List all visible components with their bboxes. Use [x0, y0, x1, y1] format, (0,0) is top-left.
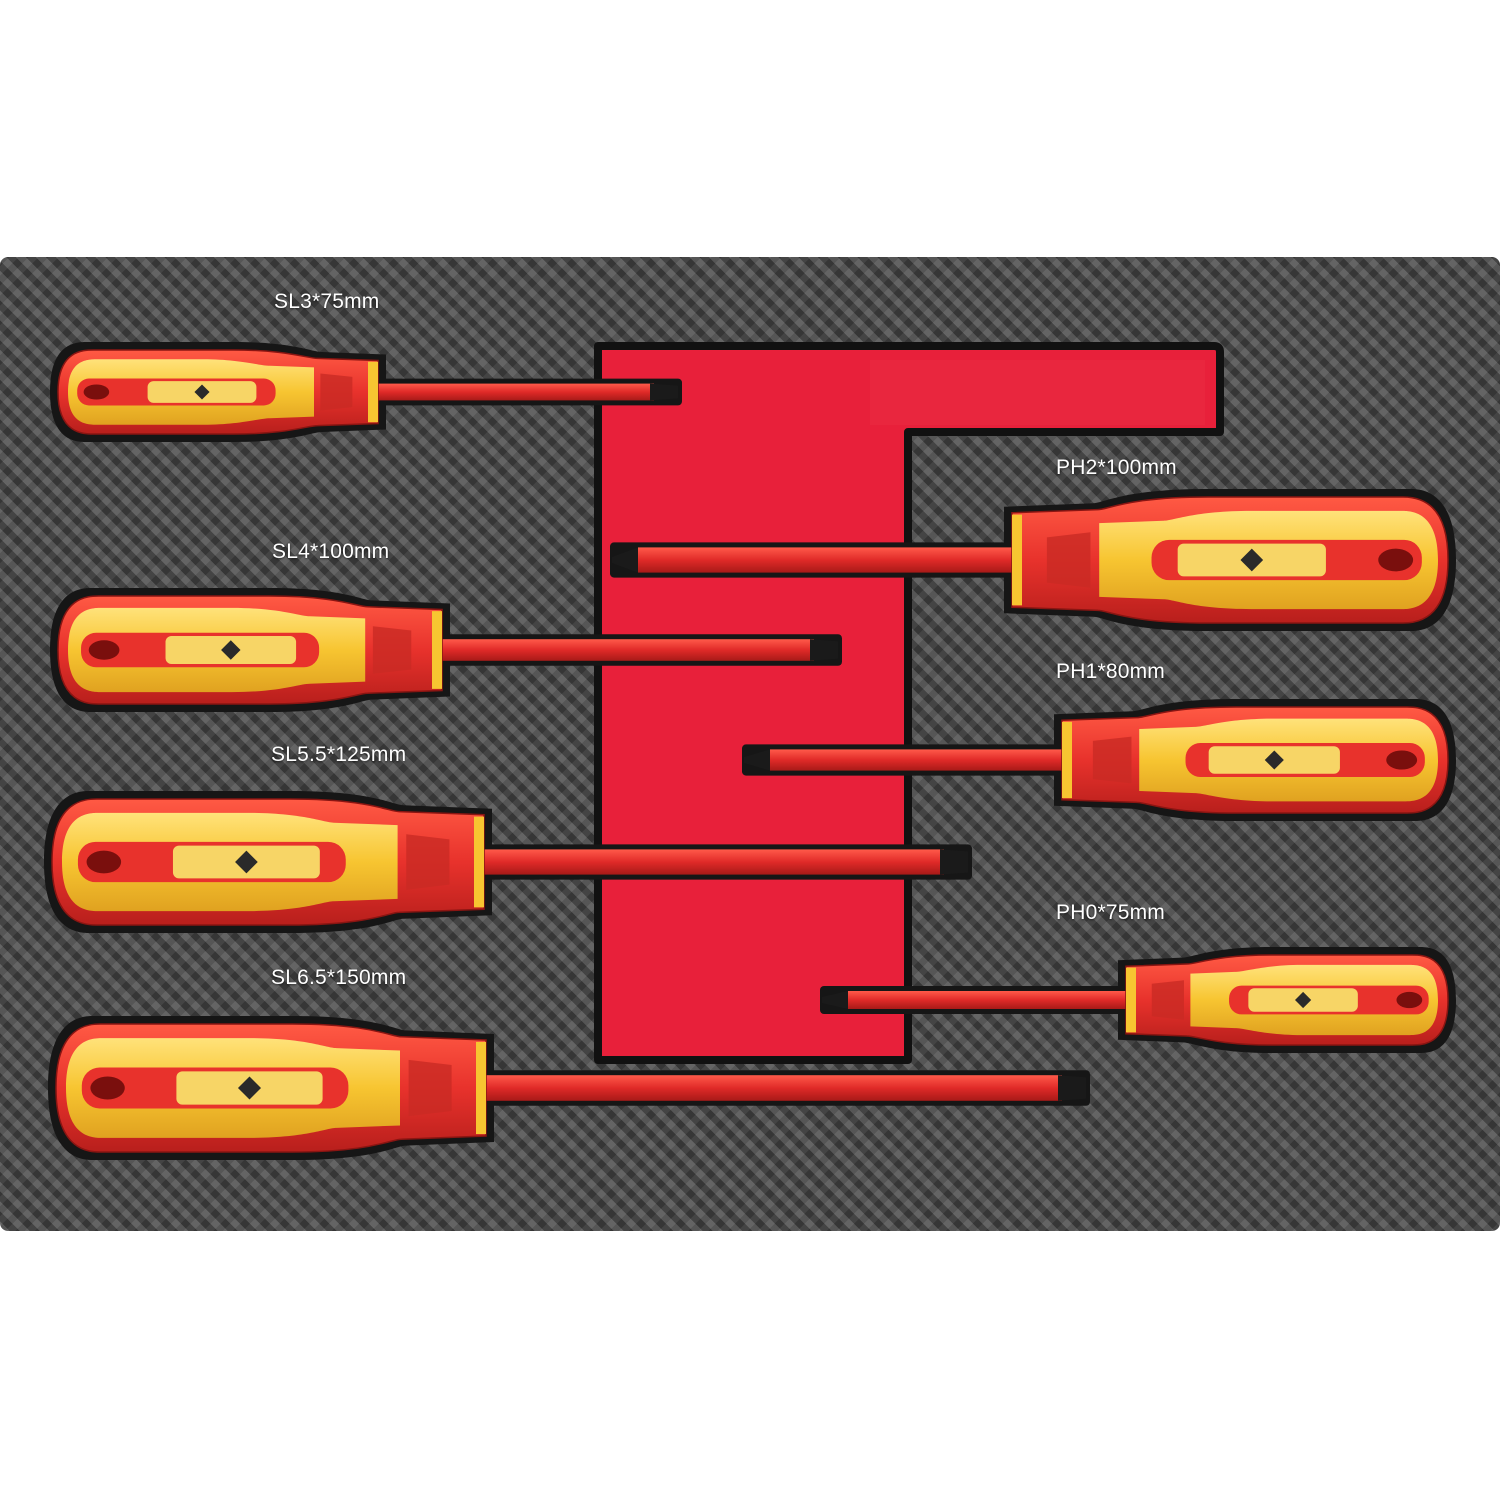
brand-logo-icon	[1264, 750, 1284, 770]
hang-hole	[1378, 548, 1414, 572]
handle-collar	[368, 361, 378, 423]
handle-collar	[476, 1041, 486, 1135]
handle-collar	[1012, 514, 1022, 606]
thumb-grip	[1151, 980, 1184, 1020]
thumb-grip	[1092, 736, 1132, 784]
insulated-shaft	[848, 991, 1130, 1009]
slotted-tip	[810, 639, 838, 661]
label-ph0-75: PH0*75mm	[1056, 901, 1165, 924]
slotted-tip	[940, 849, 968, 875]
thumb-grip	[408, 1059, 452, 1117]
brand-logo-icon	[237, 1076, 262, 1100]
screwdriver-set	[44, 342, 1456, 1160]
insulated-shaft	[482, 1075, 1062, 1101]
brand-logo-icon	[194, 384, 210, 400]
screwdriver-slotted	[44, 791, 972, 933]
brand-logo-icon	[1295, 991, 1312, 1009]
insulated-shaft	[438, 639, 814, 661]
screwdriver-phillips	[742, 699, 1456, 821]
insulated-shaft	[770, 749, 1066, 771]
screwdriver-slotted	[48, 1016, 1090, 1160]
brand-logo-icon	[1240, 548, 1264, 572]
brand-logo-icon	[221, 640, 241, 660]
screwdriver-phillips	[820, 947, 1456, 1053]
thumb-grip	[372, 626, 412, 674]
phillips-tip	[612, 547, 638, 573]
thumb-grip	[1046, 532, 1091, 588]
insulated-shaft	[480, 849, 944, 875]
handle-collar	[1062, 721, 1072, 799]
handle-collar	[432, 611, 442, 689]
label-sl65-150: SL6.5*150mm	[271, 966, 407, 989]
label-sl55-125: SL5.5*125mm	[271, 743, 407, 766]
screwdriver-slotted	[50, 588, 842, 712]
hang-hole	[88, 640, 120, 660]
red-foam-insert-inner-step	[870, 360, 1205, 425]
thumb-grip	[320, 373, 353, 411]
handle-collar	[1126, 967, 1136, 1033]
red-foam-insert	[594, 342, 1224, 1064]
phillips-tip	[822, 991, 848, 1009]
screwdriver-slotted	[50, 342, 682, 442]
hang-hole	[1386, 750, 1418, 770]
label-sl3-75: SL3*75mm	[274, 290, 380, 313]
carbon-foam-tray: SL3*75mm SL4*100mm SL5.5*125mm SL6.5*150…	[0, 257, 1500, 1231]
slotted-tip	[650, 383, 678, 401]
hang-hole	[86, 850, 122, 874]
label-ph2-100: PH2*100mm	[1056, 456, 1177, 479]
handle-collar	[474, 816, 484, 908]
hang-hole	[1396, 991, 1423, 1009]
brand-logo-icon	[235, 850, 258, 874]
tray-artwork	[44, 342, 1456, 1160]
insulated-shaft	[374, 383, 654, 401]
insulated-shaft	[638, 547, 1016, 573]
hang-hole	[83, 384, 110, 400]
label-ph1-80: PH1*80mm	[1056, 660, 1165, 683]
label-sl4-100: SL4*100mm	[272, 540, 390, 563]
slotted-tip	[1058, 1075, 1086, 1101]
thumb-grip	[406, 834, 450, 890]
phillips-tip	[744, 749, 770, 771]
hang-hole	[90, 1076, 125, 1100]
screwdriver-phillips	[610, 489, 1456, 631]
